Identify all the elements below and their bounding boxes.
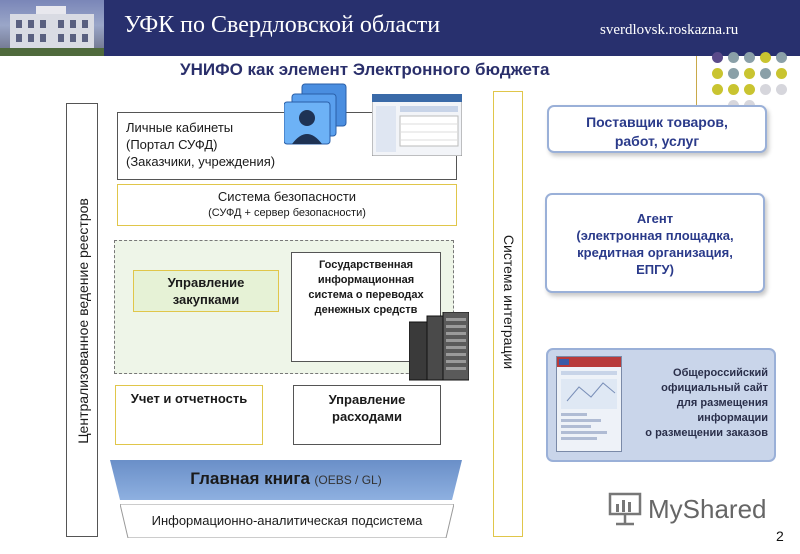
- integration-bar: Система интеграции: [493, 91, 523, 537]
- agent-line3: кредитная организация,: [547, 244, 763, 261]
- myshared-logo-text: MyShared: [648, 494, 767, 525]
- header-title: УФК по Свердловской области: [124, 12, 440, 39]
- general-ledger-banner: Главная книга (OEBS / GL): [110, 460, 462, 500]
- accounting-box: Учет и отчетность: [115, 385, 263, 445]
- general-ledger-sub: (OEBS / GL): [314, 473, 381, 487]
- supplier-line2: работ, услуг: [549, 132, 765, 151]
- agent-line1: Агент: [547, 210, 763, 227]
- expenses-line1: Управление: [294, 391, 440, 408]
- security-system-box: Система безопасности (СУФД + сервер безо…: [117, 184, 457, 226]
- expenses-box: Управление расходами: [293, 385, 441, 445]
- agent-line4: ЕПГУ): [547, 261, 763, 278]
- gis-line2: информационная: [292, 273, 440, 288]
- agent-box: Агент (электронная площадка, кредитная о…: [545, 193, 765, 293]
- security-title: Система безопасности: [118, 189, 456, 204]
- site-line1: Общероссийский: [618, 366, 768, 381]
- official-site-box: Общероссийский официальный сайт для разм…: [546, 348, 776, 462]
- presentation-icon: [608, 492, 644, 526]
- slide-subtitle: УНИФО как элемент Электронного бюджета: [180, 60, 549, 80]
- security-detail: (СУФД + сервер безопасности): [118, 207, 456, 219]
- myshared-watermark: MyShared: [608, 492, 644, 528]
- server-icon: [409, 312, 469, 382]
- integration-label: Система интеграции: [501, 235, 517, 369]
- registries-bar: Централизованное ведение реестров: [66, 103, 98, 537]
- agent-line2: (электронная площадка,: [547, 227, 763, 244]
- procurement-box: Управление закупками: [133, 270, 279, 312]
- general-ledger-title: Главная книга: [190, 469, 310, 488]
- accounting-label: Учет и отчетность: [131, 391, 247, 406]
- expenses-line2: расходами: [294, 408, 440, 425]
- supplier-box: Поставщик товаров, работ, услуг: [547, 105, 767, 153]
- analytics-label: Информационно-аналитическая подсистема: [120, 504, 454, 538]
- procurement-line2: закупками: [134, 291, 278, 308]
- users-icon: [284, 82, 364, 146]
- header-site[interactable]: sverdlovsk.roskazna.ru: [600, 22, 738, 39]
- header-bar: УФК по Свердловской области sverdlovsk.r…: [0, 0, 800, 56]
- procurement-line1: Управление: [134, 274, 278, 291]
- website-screenshot-icon: [556, 356, 622, 452]
- gis-line3: система о переводах: [292, 288, 440, 303]
- analytics-banner: Информационно-аналитическая подсистема: [120, 504, 454, 538]
- site-line2: официальный сайт: [618, 381, 768, 396]
- building-photo: [0, 0, 104, 56]
- supplier-line1: Поставщик товаров,: [549, 113, 765, 132]
- portal-screenshot-icon: [372, 94, 462, 156]
- registries-label: Централизованное ведение реестров: [75, 198, 91, 444]
- gis-line1: Государственная: [292, 258, 440, 273]
- site-line3: для размещения: [618, 396, 768, 411]
- site-line4: информации: [618, 411, 768, 426]
- site-line5: о размещении заказов: [618, 426, 768, 441]
- page-number: 2: [776, 528, 784, 544]
